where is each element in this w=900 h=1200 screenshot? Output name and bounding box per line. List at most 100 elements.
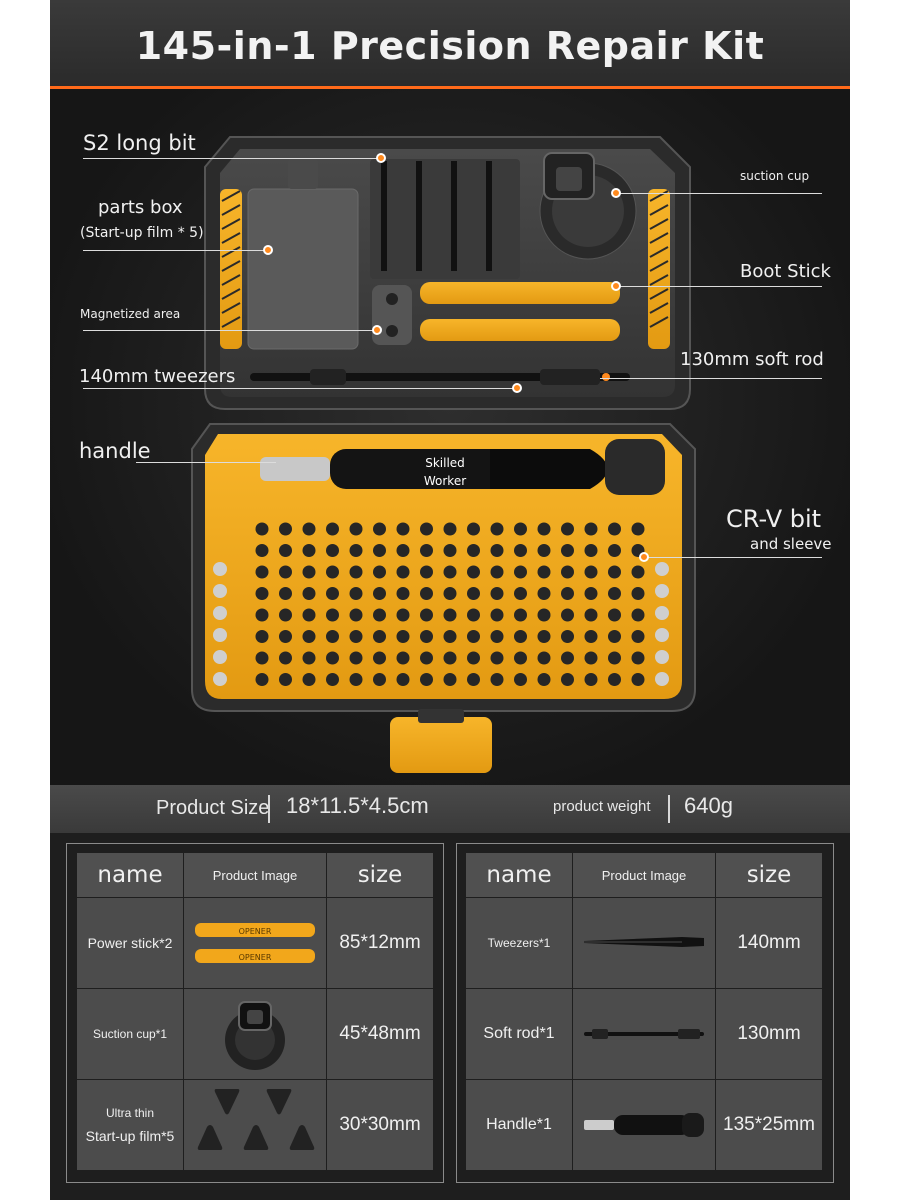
bit-icon bbox=[631, 522, 645, 536]
product-weight-label: product weight bbox=[553, 798, 651, 815]
bit-icon bbox=[561, 522, 574, 536]
table-cell-size: 140mm bbox=[716, 898, 822, 988]
bit-icon bbox=[420, 522, 433, 536]
bit-icon bbox=[514, 673, 527, 686]
upper-tray bbox=[204, 136, 691, 410]
callout-parts-box-sub: (Start-up film * 5) bbox=[80, 225, 204, 241]
handle-image bbox=[573, 1080, 715, 1170]
spec-table-right: name Product Image size Tweezers*1 140mm… bbox=[456, 843, 834, 1183]
sleeve-icon bbox=[213, 562, 227, 576]
bit-icon bbox=[349, 587, 363, 600]
bit-icon bbox=[326, 673, 339, 686]
bit-icon bbox=[255, 630, 269, 643]
bit-icon bbox=[584, 544, 598, 557]
bit-icon bbox=[443, 565, 457, 579]
bit-icon bbox=[279, 608, 292, 622]
bit-icon bbox=[467, 608, 480, 622]
bit-icon bbox=[537, 651, 551, 665]
bit-icon bbox=[514, 608, 527, 622]
bit-icon bbox=[349, 544, 363, 557]
bit-icon bbox=[396, 608, 410, 622]
bit-icon bbox=[631, 651, 645, 665]
bit-icon bbox=[514, 587, 527, 600]
s2-long-bit-leader bbox=[83, 158, 383, 159]
bit-icon bbox=[608, 630, 621, 643]
product-size-label: Product Size bbox=[156, 797, 270, 819]
bit-icon bbox=[631, 630, 645, 643]
bit-icon bbox=[490, 522, 504, 536]
bit-icon bbox=[302, 522, 316, 536]
bit-icon bbox=[302, 587, 316, 600]
callout-crv-bit-sub: and sleeve bbox=[750, 535, 832, 553]
bit-icon bbox=[326, 565, 339, 579]
table-cell-name: Soft rod*1 bbox=[466, 989, 572, 1079]
soft-rod-image bbox=[573, 989, 715, 1079]
bit-icon bbox=[255, 673, 269, 686]
bit-icon bbox=[326, 651, 339, 665]
table-header-image: Product Image bbox=[184, 853, 326, 897]
bit-icon bbox=[420, 608, 433, 622]
bit-icon bbox=[467, 544, 480, 557]
start-up-film-image bbox=[184, 1080, 326, 1170]
bit-icon bbox=[514, 630, 527, 643]
bit-icon bbox=[279, 587, 292, 600]
tweezers-image bbox=[573, 898, 715, 988]
magnetized-area-leader bbox=[83, 330, 378, 331]
bit-icon bbox=[514, 651, 527, 665]
product-illustration-area: Skilled Worker S2 long bit bbox=[50, 89, 850, 785]
bit-icon bbox=[302, 565, 316, 579]
bit-icon bbox=[443, 522, 457, 536]
lower-tray: Skilled Worker bbox=[191, 423, 696, 773]
bit-icon bbox=[561, 544, 574, 557]
bit-icon bbox=[467, 565, 480, 579]
handle-leader bbox=[136, 462, 276, 463]
bit-icon bbox=[584, 565, 598, 579]
bit-icon bbox=[396, 630, 410, 643]
bit-icon bbox=[279, 630, 292, 643]
bit-icon bbox=[326, 522, 339, 536]
bit-icon bbox=[584, 673, 598, 686]
bit-icon bbox=[420, 673, 433, 686]
bit-icon bbox=[443, 587, 457, 600]
bit-icon bbox=[490, 630, 504, 643]
bit-icon bbox=[537, 608, 551, 622]
tweezers-leader bbox=[83, 388, 518, 389]
bit-icon bbox=[443, 630, 457, 643]
bit-icon bbox=[420, 651, 433, 665]
table-cell-size: 30*30mm bbox=[327, 1080, 433, 1170]
handle-brand-line2: Worker bbox=[424, 474, 466, 488]
bit-icon bbox=[396, 651, 410, 665]
sleeve-icon bbox=[213, 628, 227, 642]
table-header-size: size bbox=[327, 853, 433, 897]
bit-icon bbox=[349, 651, 363, 665]
bit-icon bbox=[584, 630, 598, 643]
bit-icon bbox=[326, 587, 339, 600]
bit-icon bbox=[537, 522, 551, 536]
table-cell-name: Power stick*2 bbox=[77, 898, 183, 988]
bit-icon bbox=[467, 587, 480, 600]
callout-s2-long-bit: S2 long bit bbox=[83, 131, 196, 155]
bit-icon bbox=[537, 673, 551, 686]
bit-icon bbox=[561, 651, 574, 665]
bit-icon bbox=[279, 544, 292, 557]
parts-box-leader bbox=[83, 250, 268, 251]
bit-icon bbox=[255, 651, 269, 665]
bit-icon bbox=[467, 522, 480, 536]
bit-icon bbox=[537, 630, 551, 643]
bit-icon bbox=[326, 608, 339, 622]
sleeve-icon bbox=[655, 628, 669, 642]
handle-brand-line1: Skilled bbox=[425, 456, 465, 470]
bit-icon bbox=[490, 608, 504, 622]
bit-icon bbox=[279, 522, 292, 536]
bit-icon bbox=[255, 608, 269, 622]
bit-icon bbox=[631, 608, 645, 622]
spec-bar: Product Size 18*11.5*4.5cm product weigh… bbox=[50, 785, 850, 833]
bit-icon bbox=[631, 587, 645, 600]
bit-icon bbox=[373, 544, 386, 557]
bit-icon bbox=[490, 587, 504, 600]
bit-icon bbox=[349, 608, 363, 622]
bit-icon bbox=[608, 565, 621, 579]
boot-stick-dot bbox=[611, 281, 621, 291]
bit-icon bbox=[467, 651, 480, 665]
callout-magnetized-area: Magnetized area bbox=[80, 307, 181, 321]
